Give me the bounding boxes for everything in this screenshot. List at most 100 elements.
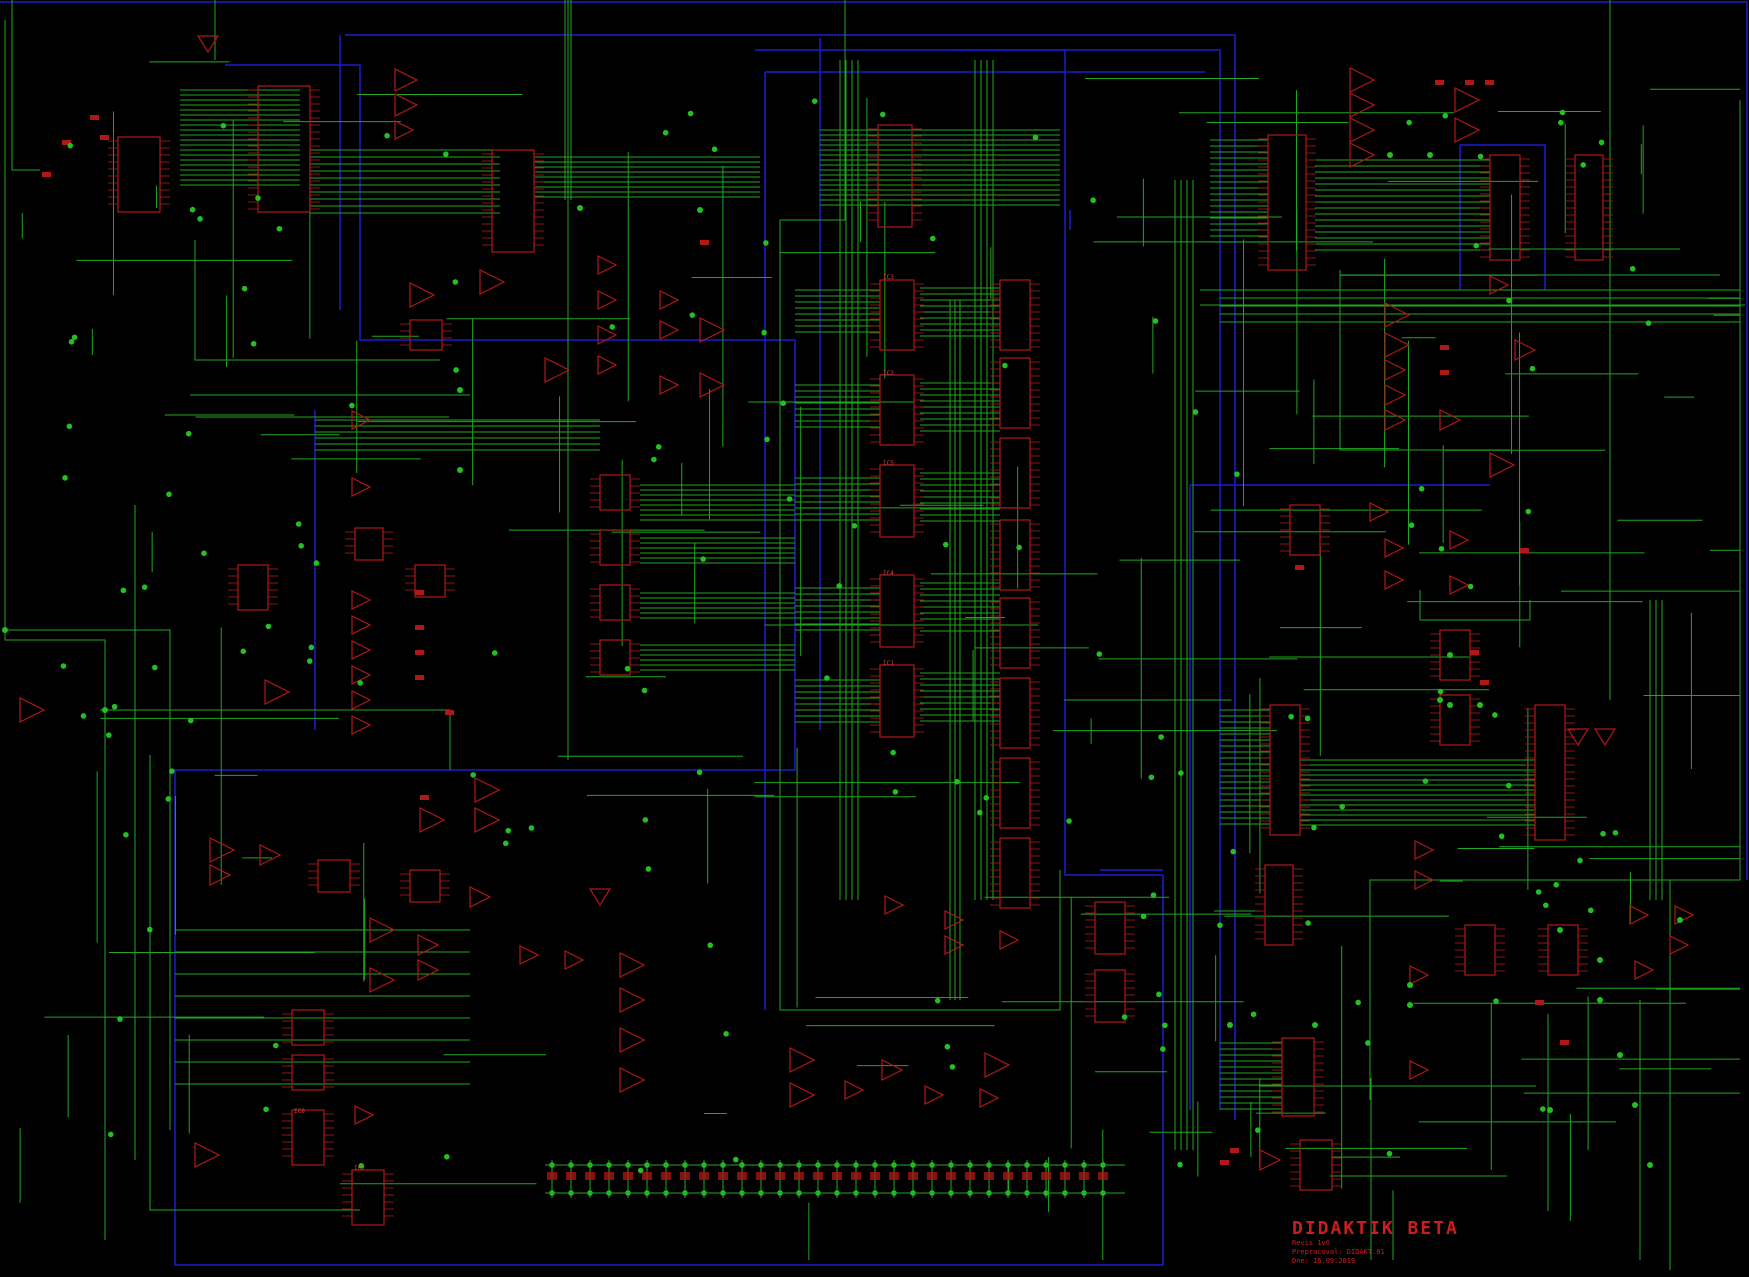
junction-dot (1406, 119, 1412, 126)
edge-connector (545, 1160, 1125, 1198)
logic-gate (1439, 409, 1462, 431)
junction-dot (637, 1167, 644, 1174)
logic-gate (1384, 570, 1405, 590)
junction-dot (1535, 889, 1542, 895)
ic-chip (990, 757, 1040, 829)
logic-gate (1409, 1060, 1430, 1080)
junction-dot (106, 732, 112, 738)
ic-label-ic5: IC5 (883, 460, 894, 467)
junction-dot (1629, 265, 1636, 272)
logic-gate (351, 715, 372, 735)
connector-pin (1041, 1172, 1051, 1180)
logic-gate (1349, 142, 1376, 168)
logic-gate (564, 950, 585, 970)
junction-dot (1553, 881, 1560, 888)
logic-gate (474, 807, 501, 833)
logic-gate (351, 640, 372, 660)
connector-pin (566, 1172, 576, 1180)
junction-dot (313, 560, 320, 566)
junction-dot (944, 1043, 951, 1050)
junction-dot (1407, 1002, 1413, 1008)
junction-dot (1467, 583, 1474, 590)
junction-dot (1588, 907, 1594, 914)
junction-dot (1096, 651, 1103, 657)
junction-dot (1617, 1052, 1623, 1058)
passive-component (90, 115, 99, 120)
logic-gate (351, 690, 372, 710)
logic-gate (209, 864, 232, 886)
junction-dot (263, 1106, 269, 1113)
junction-dot (1580, 162, 1587, 168)
junction-dot (457, 387, 463, 393)
wire (1419, 590, 1531, 621)
ic-label-ic4: IC4 (883, 570, 894, 577)
logic-gate (194, 1142, 221, 1168)
junction-dot (1477, 153, 1484, 160)
junction-dot (1437, 688, 1444, 695)
logic-gate (544, 357, 571, 383)
junction-dot (349, 402, 355, 409)
logic-gate (1414, 870, 1435, 890)
passive-component (1295, 565, 1304, 570)
connector-pin (756, 1172, 766, 1180)
passive-component (1230, 1148, 1239, 1153)
junction-dot (786, 496, 793, 502)
ic-chip (1565, 154, 1613, 261)
logic-gate (699, 372, 726, 398)
junction-dot (1597, 957, 1603, 963)
logic-gate (469, 886, 492, 908)
ic-chip (590, 639, 640, 676)
ic-label-ic1: IC1 (883, 660, 894, 667)
junction-dot (942, 541, 949, 548)
junction-dot (1090, 197, 1096, 204)
logic-gate (1489, 275, 1510, 295)
logic-gate (789, 1082, 816, 1108)
logic-gate (369, 917, 396, 943)
ic-label-ic2: IC2 (883, 370, 894, 377)
junction-dot (662, 129, 669, 136)
junction-dot (697, 207, 703, 213)
logic-gate (417, 959, 440, 981)
ic-label-ic7: IC7 (354, 1165, 365, 1172)
junction-dot (453, 367, 459, 373)
connector-pin (604, 1172, 614, 1180)
logic-gate (479, 269, 506, 295)
junction-dot (1632, 1102, 1638, 1108)
logic-gate (597, 255, 618, 275)
wire-junctions (2, 98, 1683, 1174)
junction-dot (250, 340, 257, 347)
junction-dot (1427, 152, 1433, 158)
ic-chips (42, 80, 1613, 1226)
junction-dot (452, 279, 459, 285)
logic-gate (1634, 960, 1655, 980)
passive-component (1220, 1160, 1229, 1165)
bus-frame (755, 49, 1221, 1110)
junction-dot (577, 205, 583, 211)
junction-dot (1250, 1011, 1257, 1018)
junction-dot (687, 110, 694, 117)
logic-gate (1384, 359, 1407, 381)
logic-gate (354, 1105, 375, 1125)
junction-dot (123, 831, 129, 838)
passive-component (1520, 548, 1529, 553)
junction-dot (1234, 471, 1240, 477)
passive-component (700, 240, 709, 245)
junction-dot (306, 658, 313, 664)
logic-gate (259, 844, 282, 866)
junction-dot (117, 1016, 123, 1022)
ic-chip (1455, 924, 1505, 976)
ic-chip (1258, 134, 1316, 271)
ic-chip (228, 564, 278, 611)
ic-chip (400, 319, 452, 351)
junction-dot (1121, 1014, 1128, 1020)
junction-dot (1525, 508, 1532, 515)
junction-dot (185, 430, 192, 437)
junction-dot (189, 206, 196, 213)
junction-dot (165, 796, 172, 802)
junction-dot (60, 663, 67, 669)
logic-gate (264, 679, 291, 705)
ic-chip (590, 584, 640, 621)
connector-pin (1060, 1172, 1070, 1180)
junction-dot (1255, 1127, 1261, 1133)
wire (149, 755, 360, 1211)
